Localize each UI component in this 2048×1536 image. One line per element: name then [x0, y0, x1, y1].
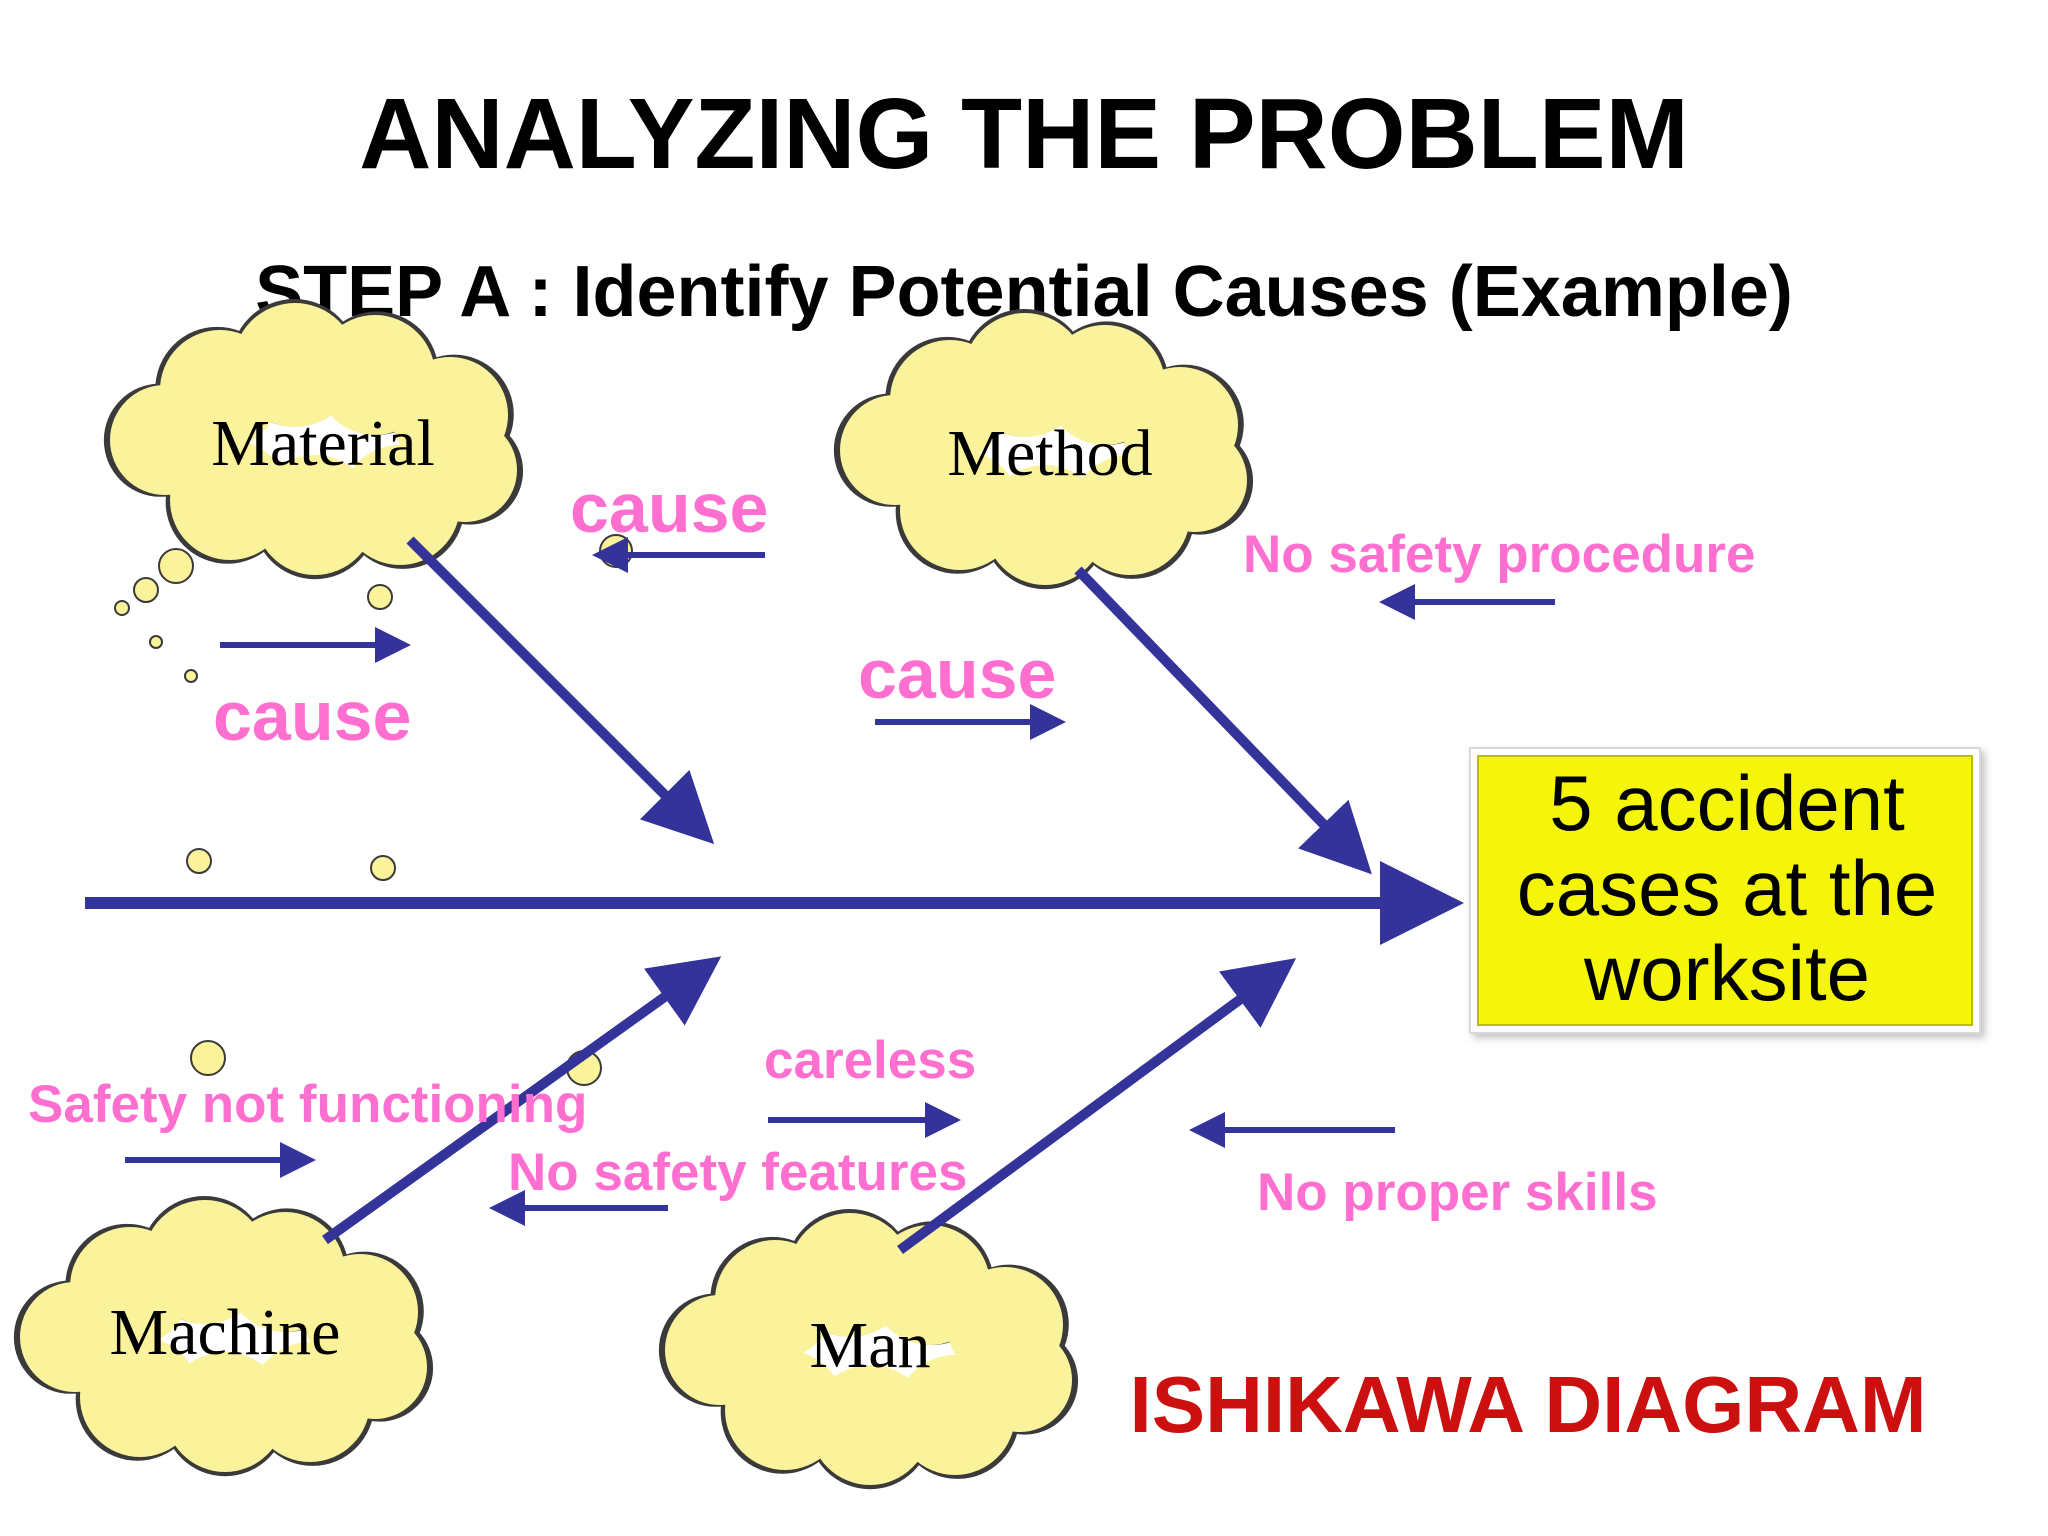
bubble-dot: [184, 669, 198, 683]
cause-safety-not-functioning: Safety not functioning: [28, 1075, 587, 1134]
bone-material-arrow: [406, 536, 715, 845]
bubble-dot: [186, 848, 212, 874]
bone-method-arrow: [1074, 566, 1372, 875]
cause-label-2: cause: [213, 677, 411, 755]
category-material-label: Material: [211, 407, 435, 480]
page-title: ANALYZING THE PROBLEM: [359, 78, 1689, 190]
bone-machine-arrow: [322, 956, 722, 1245]
cloud-man: Man: [658, 1209, 1079, 1490]
effect-box: 5 accident cases at the worksite: [1469, 747, 1981, 1034]
cloud-material: Material: [103, 299, 524, 580]
effect-line-2: cases at the: [1517, 844, 1938, 932]
bubble-dot: [367, 584, 393, 610]
cause-label-3: cause: [858, 635, 1056, 713]
bubble-dot: [370, 855, 396, 881]
cause-careless: careless: [764, 1031, 976, 1090]
bubble-dot: [114, 600, 130, 616]
bubble-dot: [190, 1040, 226, 1076]
cause-no-safety-features: No safety features: [508, 1143, 968, 1202]
category-man-label: Man: [810, 1309, 931, 1382]
category-machine-label: Machine: [110, 1296, 341, 1369]
bubble-dot: [158, 548, 194, 584]
ishikawa-diagram-label: ISHIKAWA DIAGRAM: [1129, 1360, 1926, 1449]
cloud-machine: Machine: [13, 1196, 434, 1477]
cause-no-safety-procedure: No safety procedure: [1243, 525, 1755, 584]
cause-no-proper-skills: No proper skills: [1257, 1163, 1658, 1222]
effect-line-3: worksite: [1583, 929, 1870, 1017]
bubble-dot: [133, 577, 159, 603]
cause-arrows: [125, 537, 1555, 1226]
bubble-dot: [149, 635, 163, 649]
thought-bubbles: [114, 534, 633, 1086]
effect-line-1: 5 accident: [1549, 759, 1905, 847]
cloud-method: Method: [833, 309, 1254, 590]
bone-man-arrow: [897, 958, 1297, 1255]
cause-label-1: cause: [570, 469, 768, 547]
category-method-label: Method: [947, 417, 1152, 490]
